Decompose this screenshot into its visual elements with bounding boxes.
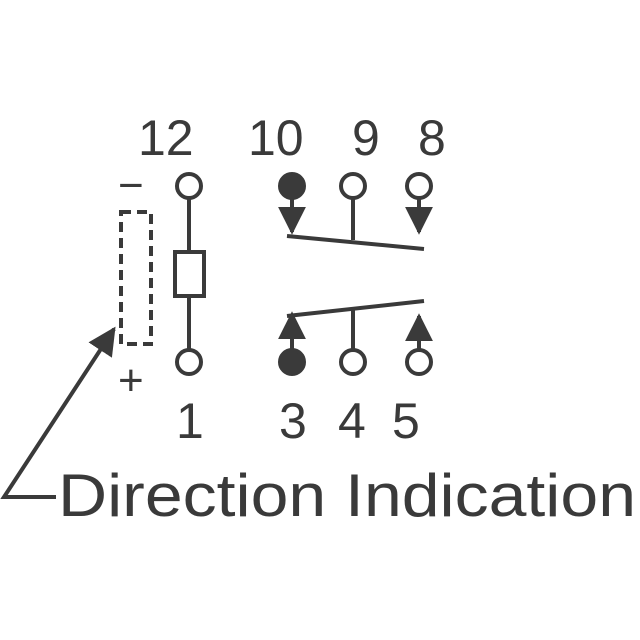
top-contact-blade: [286, 234, 425, 251]
pin-12-terminal: [175, 172, 203, 200]
pin-4-terminal: [339, 348, 367, 376]
direction-indicator-box: [119, 210, 153, 346]
pin-8-terminal: [405, 172, 433, 200]
pin-label-4: 4: [338, 393, 366, 449]
pin-label-12: 12: [138, 110, 194, 166]
direction-indication-caption: Direction Indication: [58, 462, 636, 529]
pin-label-3: 3: [279, 393, 307, 449]
coil-symbol: [173, 250, 206, 298]
pin-1-terminal: [175, 348, 203, 376]
pin-5-terminal: [405, 348, 433, 376]
bottom-contact-blade: [286, 299, 425, 318]
pin-10-terminal: [278, 172, 306, 200]
pin-label-8: 8: [418, 110, 446, 166]
pin-3-terminal: [278, 348, 306, 376]
pin-label-1: 1: [176, 393, 204, 449]
pin-label-9: 9: [352, 110, 380, 166]
plus-sign: +: [118, 356, 144, 405]
pin-label-5: 5: [392, 393, 420, 449]
direction-leader-line: [0, 326, 116, 499]
pin-9-terminal: [339, 172, 367, 200]
minus-sign: −: [118, 161, 144, 210]
pin-label-10: 10: [248, 110, 304, 166]
